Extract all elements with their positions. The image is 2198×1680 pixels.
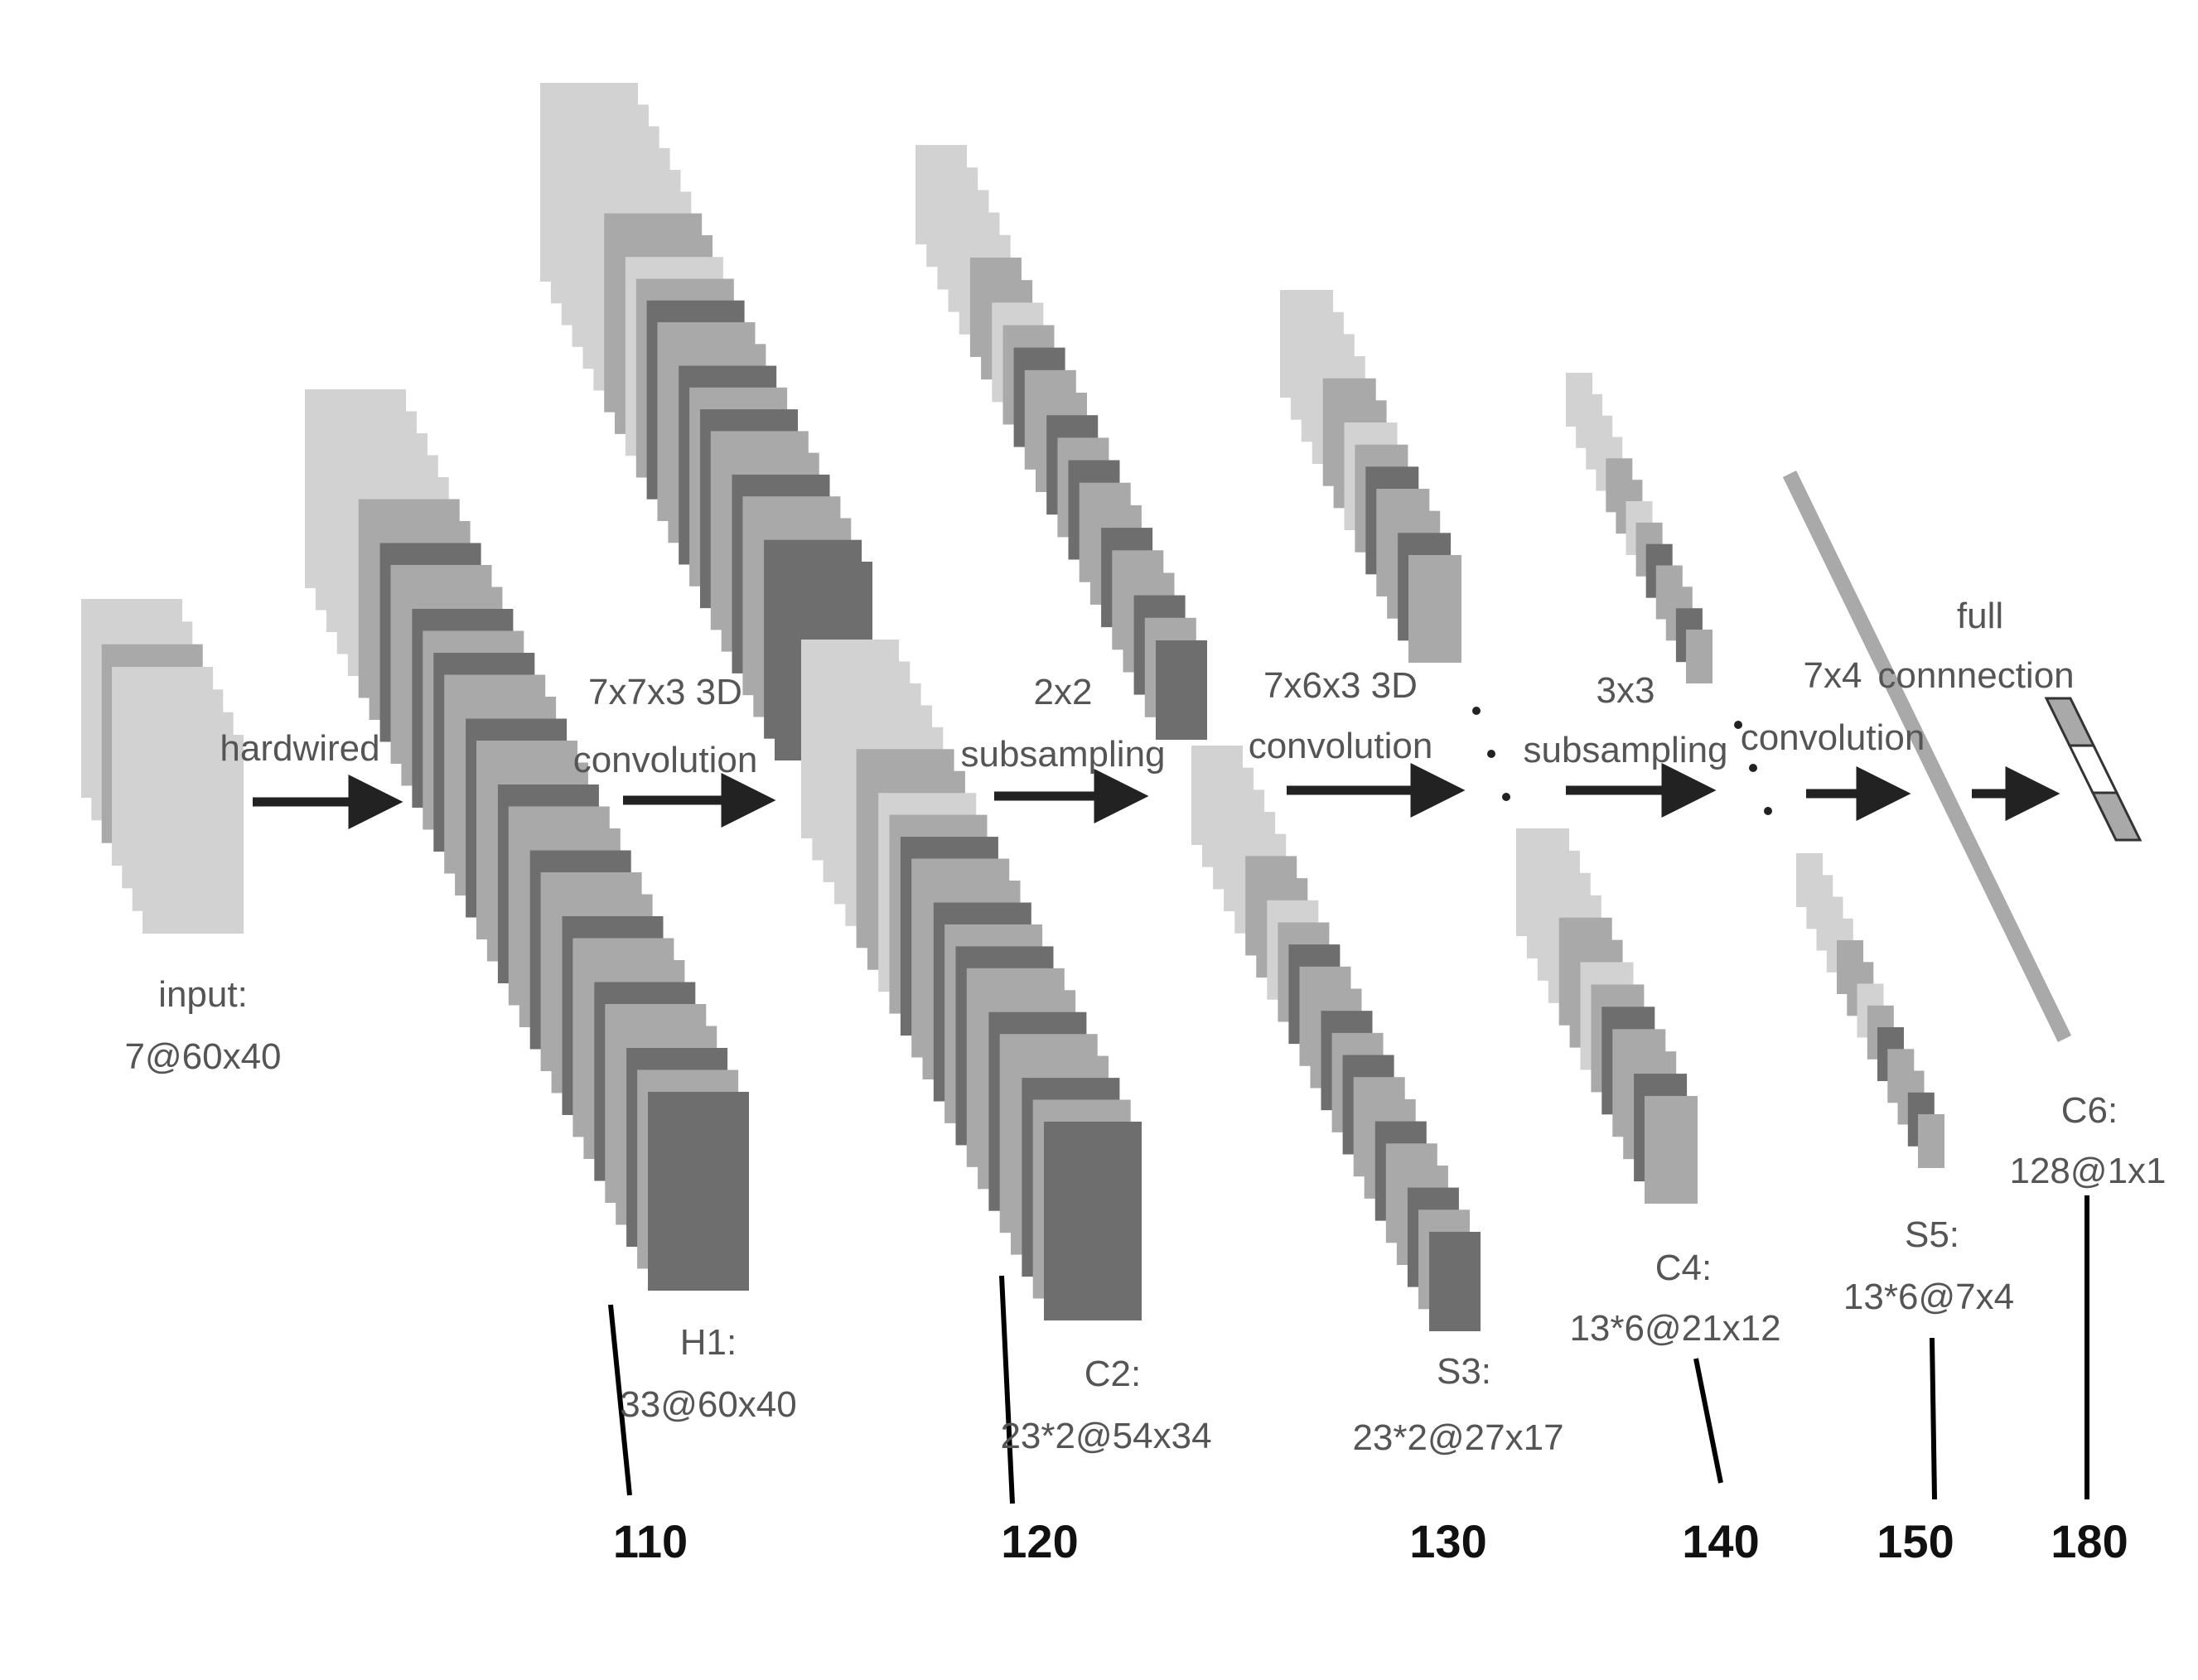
layer-label-c2-name: C2: bbox=[1085, 1354, 1141, 1394]
layer-label-c4-dims: 13*6@21x12 bbox=[1569, 1308, 1780, 1349]
feature-map bbox=[143, 735, 244, 934]
operation-label-full-connection-line1: full bbox=[1957, 596, 2003, 636]
ellipsis-dot bbox=[1472, 707, 1481, 715]
full-connection-bar bbox=[1782, 471, 2072, 1042]
layer-label-h1-name: H1: bbox=[680, 1322, 737, 1363]
ellipsis-dot bbox=[1734, 721, 1742, 729]
reference-numeral-180: 180 bbox=[2051, 1515, 2128, 1567]
layer-label-input-name: input: bbox=[158, 974, 248, 1015]
layer-label-c2-dims: 23*2@54x34 bbox=[1000, 1416, 1211, 1456]
stack-s5-bottom bbox=[1796, 853, 1944, 1168]
layer-label-c6-name: C6: bbox=[2061, 1090, 2118, 1131]
leader-line-140 bbox=[1693, 1358, 1723, 1484]
output-unit-bottom bbox=[2090, 791, 2142, 842]
ellipsis-dot bbox=[1749, 764, 1757, 772]
output-unit-middle bbox=[2067, 744, 2119, 794]
feature-map bbox=[1044, 1122, 1142, 1320]
operation-label-3d-conv-2-line2: convolution bbox=[1249, 726, 1433, 766]
stack-s3-top bbox=[915, 145, 1207, 740]
feature-map bbox=[648, 1092, 749, 1291]
leader-line-120 bbox=[999, 1275, 1015, 1504]
reference-numeral-140: 140 bbox=[1682, 1515, 1759, 1567]
stack-c4-top bbox=[1280, 290, 1461, 663]
operation-label-3d-conv-2-line1: 7x6x3 3D bbox=[1263, 665, 1418, 706]
stack-c2-bottom bbox=[801, 640, 1142, 1320]
operation-label-subsampling-1-line1: 2x2 bbox=[1034, 672, 1093, 712]
layer-label-input-dims: 7@60x40 bbox=[124, 1036, 281, 1077]
operation-label-convolution-3-line2: convolution bbox=[1741, 717, 1925, 758]
feature-map bbox=[1408, 555, 1461, 663]
ellipsis-dot bbox=[1487, 750, 1495, 758]
leader-line-110 bbox=[608, 1304, 632, 1496]
operation-label-3d-conv-1-line2: convolution bbox=[573, 740, 758, 780]
operation-label-3d-conv-1-line1: 7x7x3 3D bbox=[588, 672, 742, 712]
feature-map bbox=[1686, 630, 1713, 683]
reference-numeral-130: 130 bbox=[1409, 1515, 1486, 1567]
layer-label-s5-dims: 13*6@7x4 bbox=[1843, 1277, 2014, 1317]
layer-label-s3-name: S3: bbox=[1437, 1351, 1491, 1392]
reference-numeral-120: 120 bbox=[1001, 1515, 1078, 1567]
ellipsis-dot bbox=[1764, 807, 1772, 815]
leader-line-150 bbox=[1930, 1337, 1937, 1500]
feature-map bbox=[1156, 640, 1207, 740]
operation-label-full-connection-line2: connnection bbox=[1877, 655, 2074, 696]
ellipsis-dot bbox=[1502, 793, 1510, 801]
output-unit-top bbox=[2044, 697, 2096, 747]
stack-c4-bottom bbox=[1516, 828, 1698, 1204]
reference-numeral-150: 150 bbox=[1877, 1515, 1954, 1567]
layer-label-c6-dims: 128@1x1 bbox=[2009, 1151, 2166, 1191]
layer-label-c4-name: C4: bbox=[1655, 1248, 1712, 1288]
reference-numeral-110: 110 bbox=[613, 1515, 688, 1567]
operation-label-hardwired: hardwired bbox=[220, 728, 379, 769]
stack-input bbox=[81, 599, 244, 934]
layer-label-s3-dims: 23*2@27x17 bbox=[1352, 1417, 1563, 1458]
stack-h1 bbox=[305, 389, 749, 1291]
feature-map bbox=[1918, 1114, 1944, 1168]
stack-c2-top bbox=[540, 83, 872, 760]
operation-label-convolution-3-line1: 7x4 bbox=[1804, 655, 1862, 696]
feature-map bbox=[1645, 1096, 1698, 1204]
layer-label-h1-dims: 33@60x40 bbox=[620, 1384, 797, 1425]
stack-s3-bottom bbox=[1191, 746, 1481, 1331]
operation-label-subsampling-1-line2: subsampling bbox=[960, 734, 1165, 775]
operation-label-subsampling-2-line1: 3x3 bbox=[1597, 670, 1655, 711]
operation-label-subsampling-2-line2: subsampling bbox=[1523, 730, 1727, 770]
feature-map bbox=[1429, 1232, 1481, 1331]
stack-s5-top bbox=[1566, 373, 1713, 683]
layer-label-s5-name: S5: bbox=[1905, 1214, 1959, 1255]
